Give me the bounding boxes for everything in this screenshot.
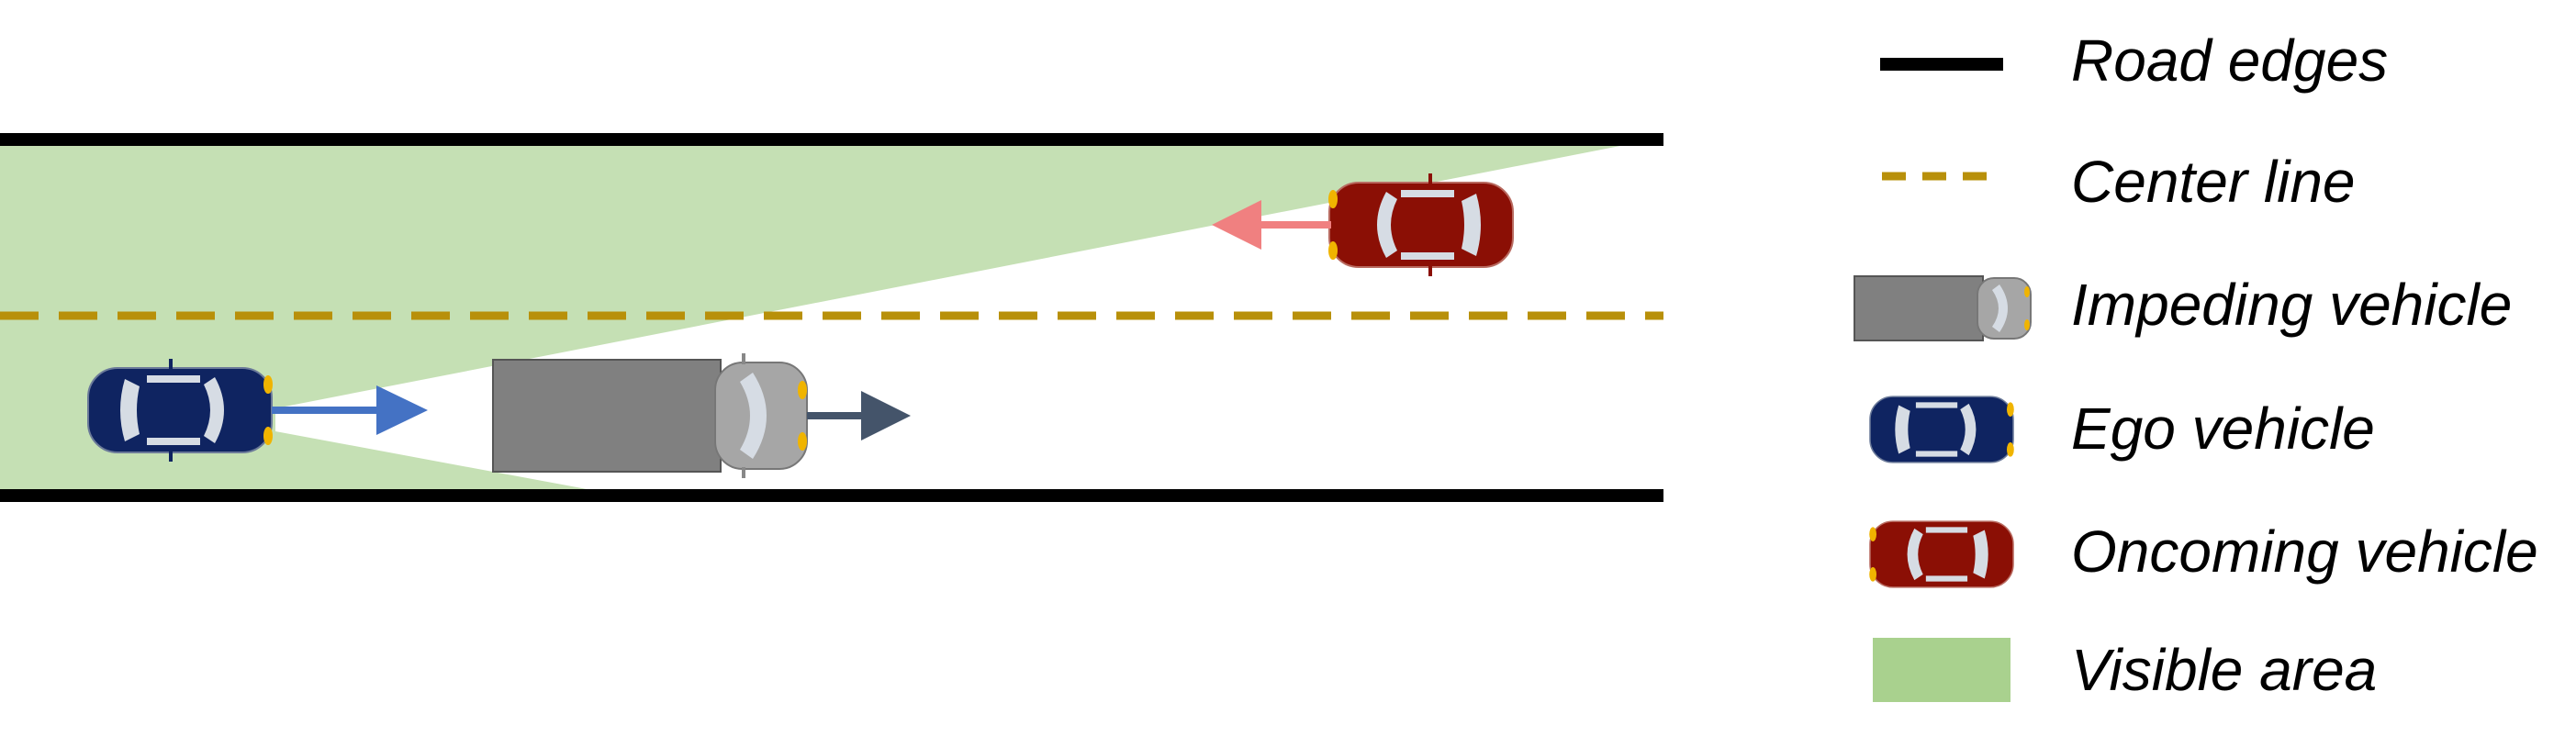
legend-oncoming-vehicle-label: Oncoming vehicle bbox=[2071, 519, 2538, 585]
ego-direction-arrow bbox=[272, 385, 428, 435]
legend-visible-area-swatch bbox=[1873, 638, 2010, 702]
impeding-vehicle bbox=[492, 353, 808, 478]
legend-impeding-vehicle-label: Impeding vehicle bbox=[2071, 272, 2512, 338]
legend-ego-vehicle-icon bbox=[1869, 396, 2014, 463]
legend: Road edges Center line Impeding vehicle … bbox=[1854, 28, 2538, 703]
legend-center-line-label: Center line bbox=[2071, 149, 2356, 215]
legend-ego-vehicle-label: Ego vehicle bbox=[2071, 396, 2375, 462]
legend-road-edges-label: Road edges bbox=[2071, 28, 2388, 94]
ego-vehicle bbox=[87, 359, 273, 462]
road-edge-top bbox=[0, 133, 1663, 146]
road-edge-bottom bbox=[0, 489, 1663, 502]
legend-road-edges-swatch bbox=[1880, 58, 2003, 71]
oncoming-direction-arrow bbox=[1212, 200, 1331, 250]
legend-visible-area-label: Visible area bbox=[2071, 637, 2377, 703]
oncoming-vehicle bbox=[1328, 173, 1514, 276]
impeding-direction-arrow bbox=[807, 391, 911, 440]
legend-oncoming-vehicle-icon bbox=[1869, 520, 2014, 588]
legend-impeding-vehicle-icon bbox=[1854, 275, 2032, 341]
visible-area bbox=[0, 142, 1625, 491]
